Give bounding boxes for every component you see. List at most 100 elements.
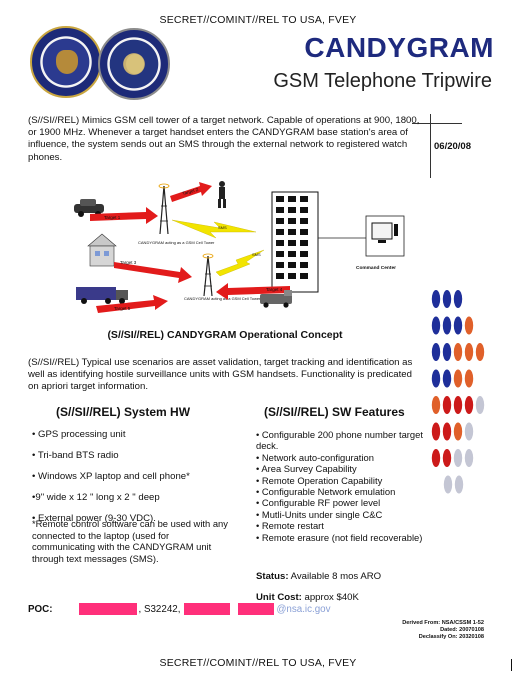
- unit-cost-line: Unit Cost: approx $40K: [256, 592, 359, 603]
- classification-banner-bottom: SECRET//COMINT//REL TO USA, FVEY: [159, 657, 357, 669]
- dated: Dated: 20070108: [440, 627, 484, 634]
- document-title: CANDYGRAM: [304, 32, 494, 63]
- decorative-dot: [442, 343, 452, 361]
- decorative-dot: [431, 369, 441, 388]
- hw-item: • Tri-band BTS radio: [32, 450, 119, 461]
- target2-label: Target 2: [182, 187, 199, 196]
- target1-arrow-icon: [90, 207, 158, 224]
- sw-item: • Remote erasure (not field recoverable): [256, 531, 423, 543]
- decorative-dot: [431, 290, 441, 308]
- divider-vertical: [430, 114, 431, 178]
- hw-item: • External power (9-30 VDC).: [32, 513, 156, 524]
- sw-item: • Configurable 200 phone number target d…: [256, 429, 423, 452]
- decorative-dot: [431, 396, 441, 414]
- redaction-bar: [184, 603, 231, 615]
- command-center-workstation-icon: [318, 215, 405, 257]
- decorative-dot: [442, 422, 452, 441]
- tower2-label: CANDYGRAM acting as a GSM Cell Tower: [184, 296, 261, 301]
- decorative-dot: [431, 422, 441, 441]
- redaction-bar: [78, 603, 137, 615]
- decorative-dot: [443, 475, 453, 494]
- target4-arrow-icon: [216, 283, 290, 300]
- target3-label: Target 3: [120, 260, 137, 265]
- status-value: Available 8 mos ARO: [290, 571, 382, 582]
- cell-tower-icon: [158, 183, 170, 235]
- decorative-dot: [464, 449, 474, 467]
- divider-horizontal: [412, 123, 462, 124]
- target4-label: Target 4: [266, 287, 283, 292]
- decorative-dot: [442, 396, 452, 414]
- intro-paragraph: (S//SI//REL) Mimics GSM cell tower of a …: [28, 115, 420, 163]
- decorative-dot: [442, 316, 452, 335]
- sw-features-heading: (S//SI//REL) SW Features: [264, 405, 405, 419]
- sms-signal-icon-2: [215, 249, 265, 277]
- declassify-on: Declassify On: 20320108: [418, 634, 484, 641]
- command-center-label: Command Center: [356, 265, 396, 271]
- classification-banner-top: SECRET//COMINT//REL TO USA, FVEY: [159, 14, 357, 26]
- decorative-dot: [464, 369, 474, 388]
- decorative-dot: [453, 449, 463, 467]
- redaction-bar: [238, 603, 275, 615]
- sw-item: • Configurable Network emulation: [256, 486, 396, 498]
- decorative-dot: [453, 396, 463, 414]
- operational-concept-diagram: Target 1 CANDYGRAM acting as a GSM Cell …: [74, 181, 405, 313]
- sw-item: • Network auto-configuration: [256, 451, 374, 463]
- decorative-dot: [453, 343, 463, 361]
- nsa-seal-icon: [30, 26, 102, 98]
- status-label: Status:: [256, 571, 289, 582]
- sms1-label: SMS: [218, 225, 227, 230]
- system-hw-heading: (S//SI//REL) System HW: [56, 405, 191, 419]
- decorative-dot: [453, 290, 463, 308]
- eagle-emblem-icon: [56, 50, 78, 74]
- sw-features-list: • Configurable 200 phone number target d…: [256, 429, 436, 543]
- central-security-service-seal-icon: [98, 28, 170, 100]
- target3-arrow-icon: [114, 262, 192, 283]
- hw-item: • GPS processing unit: [32, 429, 126, 440]
- decorative-dot: [442, 369, 452, 388]
- document-date: 06/20/08: [434, 141, 471, 152]
- decorative-dot: [464, 316, 474, 335]
- unit-cost-value: approx $40K: [304, 592, 359, 603]
- document-subtitle: GSM Telephone Tripwire: [273, 70, 492, 92]
- decorative-dot: [464, 396, 474, 414]
- decorative-dot: [453, 316, 463, 335]
- decorative-dot: [431, 449, 441, 467]
- status-line: Status: Available 8 mos ARO: [256, 571, 381, 582]
- hw-footnote: *Remote control software can be used wit…: [32, 518, 228, 564]
- poc-email-domain[interactable]: @nsa.ic.gov: [276, 603, 331, 615]
- decorative-dot: [464, 422, 474, 441]
- target1-label: Target 1: [104, 215, 121, 220]
- poc-line: POC: , S32242, @nsa.ic.gov: [28, 603, 331, 615]
- sw-item: • Area Survey Capability: [256, 463, 357, 475]
- command-center-building-icon: [271, 191, 319, 293]
- target2-arrow-icon: [170, 182, 212, 202]
- sms-signal-icon: [171, 219, 257, 239]
- derivation-block: Derived From: NSA/CSSM 1-52 Dated: 20070…: [324, 620, 484, 642]
- diagram-caption: (S//SI//REL) CANDYGRAM Operational Conce…: [107, 329, 343, 341]
- sw-item: • Mutli-Units under single C&C: [256, 508, 383, 520]
- decorative-dot: [475, 343, 485, 361]
- derived-from: Derived From: NSA/CSSM 1-52: [402, 620, 484, 626]
- person-icon: [218, 181, 226, 208]
- decorative-dot: [464, 343, 474, 361]
- house-icon: [87, 233, 117, 267]
- van-icon: [260, 290, 292, 308]
- tower1-label: CANDYGRAM acting as a GSM Cell Tower: [138, 240, 215, 245]
- decorative-dot: [442, 290, 452, 308]
- sw-item: • Remote restart: [256, 520, 324, 532]
- text-cursor: [511, 659, 512, 671]
- poc-org-code: , S32242,: [138, 603, 181, 615]
- decorative-dot: [454, 475, 464, 494]
- cell-tower-icon-2: [202, 253, 214, 297]
- css-emblem-icon: [126, 54, 144, 74]
- hw-item: • Windows XP laptop and cell phone*: [32, 471, 190, 482]
- decorative-dot: [442, 449, 452, 467]
- poc-label: POC:: [28, 603, 53, 615]
- target5-arrow-icon: [96, 295, 168, 313]
- decorative-dot: [431, 343, 441, 361]
- sw-item: • Configurable RF power level: [256, 497, 381, 509]
- decorative-dot: [453, 422, 463, 441]
- decorative-dot-pattern: [431, 290, 485, 494]
- system-hw-list: • GPS processing unit • Tri-band BTS rad…: [32, 429, 247, 534]
- decorative-dot: [453, 369, 463, 388]
